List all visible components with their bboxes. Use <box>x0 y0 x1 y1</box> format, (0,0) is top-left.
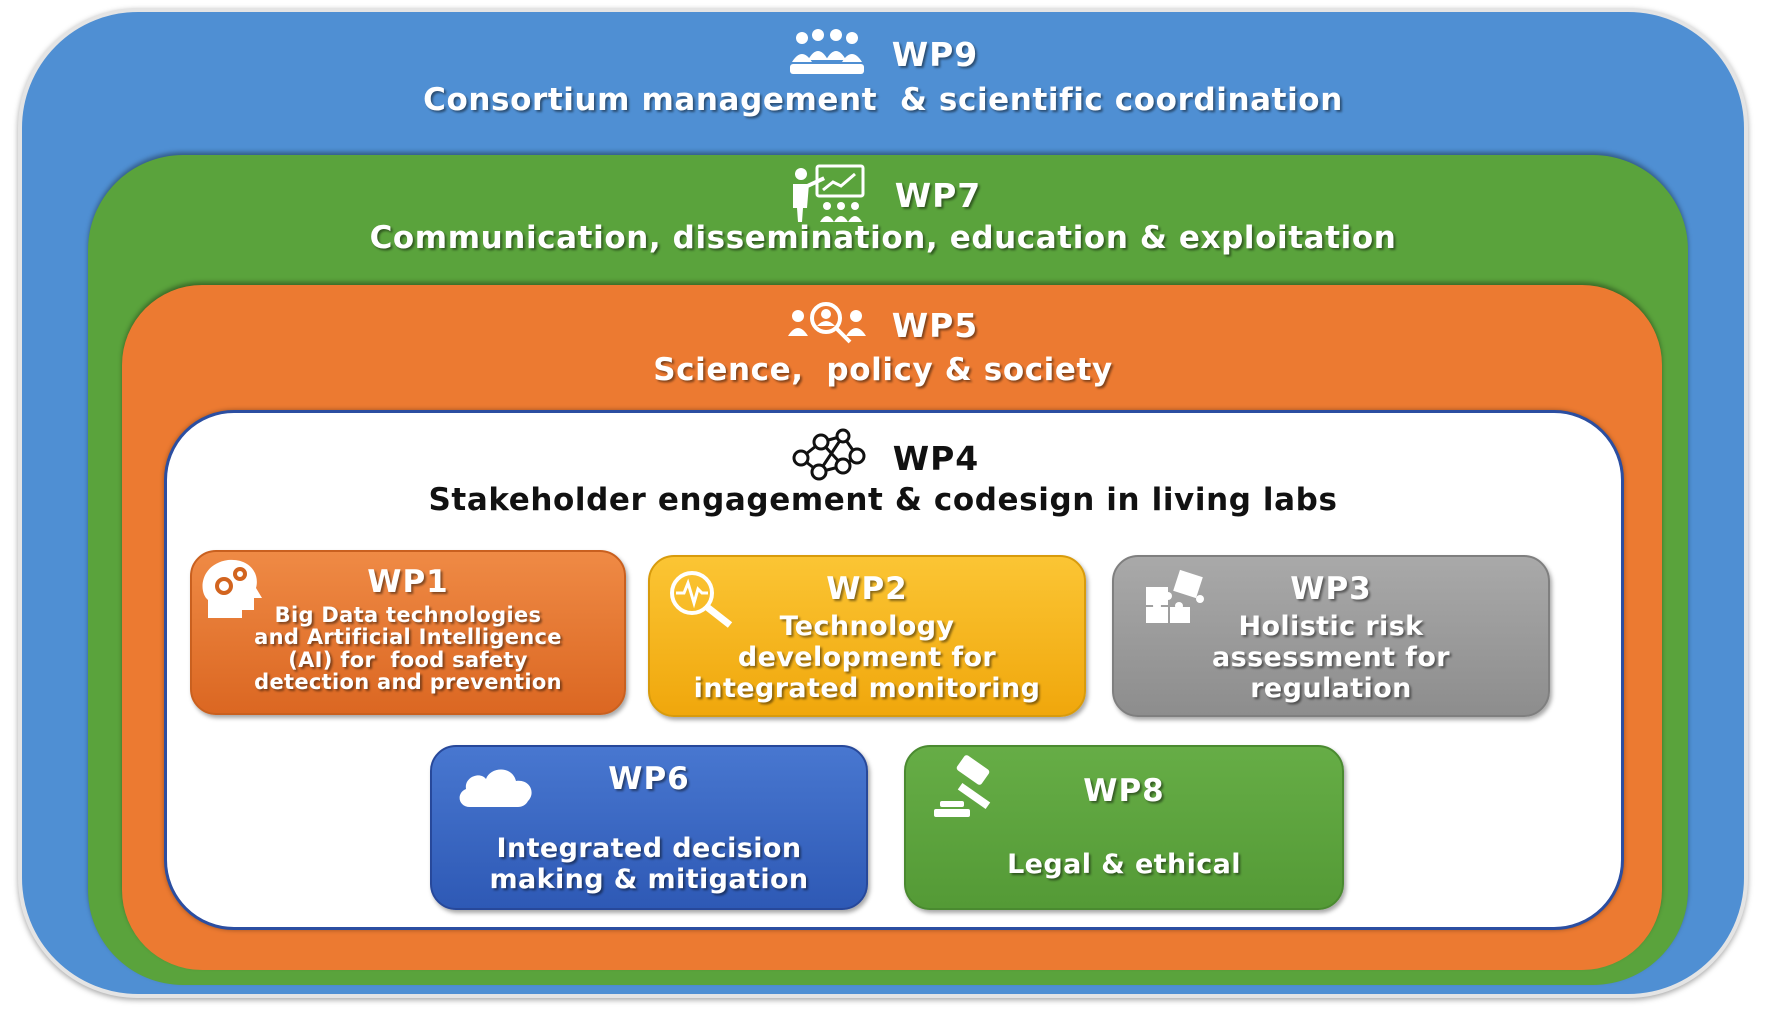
wp7-title: Communication, dissemination, education … <box>369 220 1397 256</box>
wp5-code: WP5 <box>891 305 979 345</box>
wp7-code: WP7 <box>894 175 982 215</box>
wp1-line-1: Big Data technologies <box>274 603 542 627</box>
wp4-header: WP4 Stakeholder engagement & codesign in… <box>0 428 1766 518</box>
wp8-code: WP8 <box>1083 773 1165 809</box>
wp3-line-3: regulation <box>1250 673 1412 705</box>
wp9-code: WP9 <box>891 34 979 74</box>
wp6-card[interactable]: WP6 Integrated decision making & mitigat… <box>430 745 868 910</box>
wp7-header: WP7 Communication, dissemination, educat… <box>0 162 1766 256</box>
wp5-title: Science, policy & society <box>653 352 1113 388</box>
wp1-line-4: detection and prevention <box>254 670 562 695</box>
wp1-line-3: (AI) for food safety <box>288 647 528 672</box>
wp6-line-1: Integrated decision <box>496 833 802 864</box>
group-people-icon <box>788 28 866 80</box>
network-icon <box>787 428 867 488</box>
cloud-icon <box>454 763 538 815</box>
wp6-code: WP6 <box>608 761 690 797</box>
wp2-line-1: Technology <box>779 611 955 642</box>
wp3-line-2: assessment for <box>1211 642 1450 674</box>
puzzle-icon <box>1144 569 1210 629</box>
gavel-icon <box>930 753 1010 827</box>
wp8-line-1: Legal & ethical <box>1007 849 1241 880</box>
magnifier-pulse-icon <box>664 569 740 633</box>
wp3-card[interactable]: WP3 Holistic risk assessment for regulat… <box>1112 555 1550 717</box>
wp1-line-2: and Artificial Intelligence <box>254 625 562 650</box>
wp6-line-2: making & mitigation <box>489 864 809 896</box>
wp3-code: WP3 <box>1290 571 1372 607</box>
presentation-icon <box>785 162 869 228</box>
wp2-line-3: integrated monitoring <box>693 673 1041 705</box>
wp4-title: Stakeholder engagement & codesign in liv… <box>428 482 1338 518</box>
wp4-code: WP4 <box>892 438 980 478</box>
people-search-icon <box>787 300 866 350</box>
head-gears-icon <box>198 556 268 632</box>
wp2-code: WP2 <box>826 571 908 607</box>
wp9-title: Consortium management & scientific coord… <box>423 82 1343 118</box>
wp8-card[interactable]: WP8 Legal & ethical <box>904 745 1344 910</box>
wp1-card[interactable]: WP1 Big Data technologies and Artificial… <box>190 550 626 715</box>
wp5-header: WP5 Science, policy & society <box>0 300 1766 388</box>
wp9-header: WP9 Consortium management & scientific c… <box>0 28 1766 118</box>
wp2-line-2: development for <box>737 642 997 674</box>
wp3-line-1: Holistic risk <box>1238 611 1424 642</box>
wp2-card[interactable]: WP2 Technology development for integrate… <box>648 555 1086 717</box>
wp1-code: WP1 <box>367 564 449 600</box>
